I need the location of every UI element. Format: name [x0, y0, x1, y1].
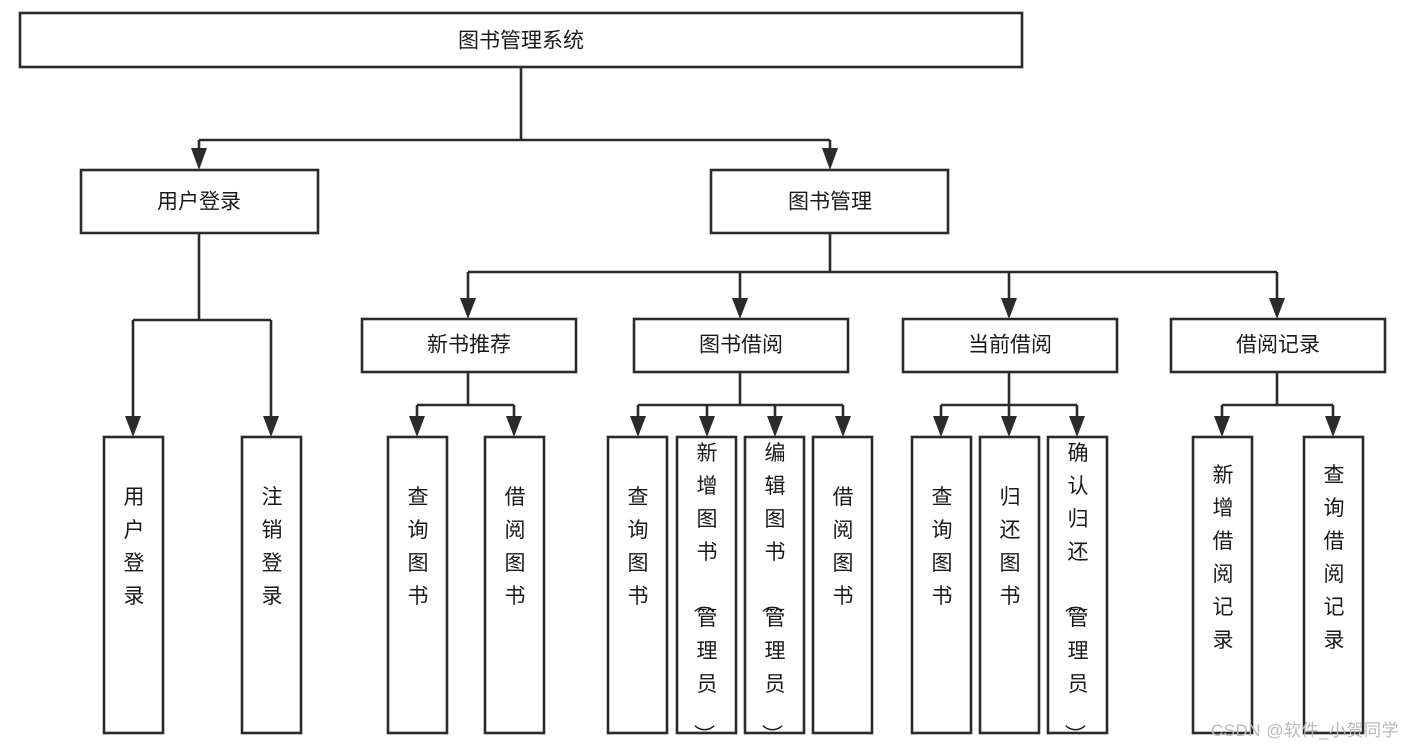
- node-book-borrow[interactable]: 图书借阅: [632, 317, 850, 374]
- arrow-to-book-borrow: [732, 298, 748, 319]
- edges-borrow-record-to-leaves: [1214, 372, 1341, 437]
- node-root[interactable]: 图书管理系统: [18, 11, 1024, 69]
- arrow-to-leaf-query-book-2: [630, 416, 646, 437]
- node-root-label: 图书管理系统: [458, 30, 584, 53]
- arrow-to-leaf-borrow-book-1: [506, 416, 522, 437]
- edges-user-login-to-leaves: [125, 233, 279, 437]
- node-leaf-add-record-label: 新增借阅记录: [1213, 464, 1234, 652]
- arrow-to-leaf-user-login: [125, 416, 141, 437]
- edges-root-to-level1: [191, 67, 838, 170]
- arrow-to-user-login: [191, 148, 207, 170]
- arrow-to-leaf-edit-book: [767, 416, 783, 437]
- node-new-book-rec-box[interactable]: [360, 317, 578, 374]
- node-leaf-borrow-book-1[interactable]: 借阅图书: [483, 435, 546, 735]
- edges-new-book-rec-to-leaves: [409, 372, 522, 437]
- node-leaf-query-book-3[interactable]: 查询图书: [910, 435, 973, 735]
- arrow-to-current-borrow: [1001, 298, 1017, 319]
- edges-book-borrow-to-leaves: [630, 372, 851, 437]
- node-leaf-user-login[interactable]: 用户登录: [102, 435, 165, 735]
- arrow-to-book-manage: [822, 148, 838, 170]
- node-leaf-query-book-3-box[interactable]: [910, 435, 973, 735]
- node-leaf-borrow-book-1-label: 借阅图书: [505, 486, 526, 608]
- node-leaf-logout[interactable]: 注销登录: [240, 435, 303, 735]
- node-leaf-query-book-1-box[interactable]: [386, 435, 449, 735]
- node-leaf-query-record[interactable]: 查询借阅记录: [1302, 435, 1365, 735]
- node-root-box[interactable]: [18, 11, 1024, 69]
- node-leaf-query-record-label: 查询借阅记录: [1324, 464, 1345, 652]
- node-leaf-logout-label: 注销登录: [262, 486, 283, 608]
- node-leaf-query-book-2-box[interactable]: [606, 435, 669, 735]
- node-leaf-logout-box[interactable]: [240, 435, 303, 735]
- node-borrow-record-box[interactable]: [1169, 317, 1387, 374]
- node-leaf-borrow-book-2-box[interactable]: [811, 435, 874, 735]
- node-leaf-edit-book-label: 编辑图书（管理员）: [760, 442, 786, 745]
- node-book-manage-label: 图书管理: [788, 191, 872, 214]
- node-leaf-query-book-3-label: 查询图书: [932, 486, 953, 608]
- node-book-borrow-box[interactable]: [632, 317, 850, 374]
- edges-current-borrow-to-leaves: [933, 372, 1085, 437]
- node-current-borrow[interactable]: 当前借阅: [901, 317, 1119, 374]
- node-leaf-add-record[interactable]: 新增借阅记录: [1191, 435, 1254, 735]
- node-borrow-record-label: 借阅记录: [1236, 334, 1320, 357]
- node-leaf-query-book-1[interactable]: 查询图书: [386, 435, 449, 735]
- arrow-to-leaf-logout: [263, 416, 279, 437]
- arrow-to-leaf-query-book-1: [409, 416, 425, 437]
- node-leaf-return-book-box[interactable]: [978, 435, 1041, 735]
- node-borrow-record[interactable]: 借阅记录: [1169, 317, 1387, 374]
- node-leaf-add-record-box[interactable]: [1191, 435, 1254, 735]
- node-book-manage[interactable]: 图书管理: [709, 168, 950, 235]
- arrow-to-new-book-rec: [460, 298, 476, 319]
- node-leaf-user-login-label: 用户登录: [124, 486, 145, 608]
- node-book-borrow-label: 图书借阅: [699, 334, 783, 357]
- node-leaf-borrow-book-2-label: 借阅图书: [833, 486, 854, 608]
- node-leaf-add-book-label: 新增图书（管理员）: [692, 442, 718, 745]
- node-leaf-query-record-box[interactable]: [1302, 435, 1365, 735]
- node-user-login-box[interactable]: [79, 168, 320, 235]
- node-leaf-query-book-2[interactable]: 查询图书: [606, 435, 669, 735]
- node-leaf-confirm-return[interactable]: 确认归还（管理员）: [1046, 435, 1109, 745]
- arrow-to-leaf-add-record: [1214, 416, 1230, 437]
- node-leaf-return-book-label: 归还图书: [1000, 486, 1021, 608]
- node-leaf-add-book[interactable]: 新增图书（管理员）: [675, 435, 738, 745]
- node-leaf-edit-book[interactable]: 编辑图书（管理员）: [743, 435, 806, 745]
- node-leaf-edit-book-box[interactable]: [743, 435, 806, 735]
- arrow-to-leaf-confirm-return: [1069, 416, 1085, 437]
- arrow-to-leaf-add-book: [699, 416, 715, 437]
- node-leaf-return-book[interactable]: 归还图书: [978, 435, 1041, 735]
- node-user-login-label: 用户登录: [157, 191, 241, 214]
- arrow-to-leaf-return-book: [1001, 416, 1017, 437]
- arrow-to-leaf-borrow-book-2: [835, 416, 851, 437]
- node-leaf-add-book-box[interactable]: [675, 435, 738, 735]
- node-leaf-confirm-return-label: 确认归还（管理员）: [1063, 442, 1089, 745]
- node-new-book-rec-label: 新书推荐: [427, 334, 511, 357]
- node-leaf-query-book-1-label: 查询图书: [408, 486, 429, 608]
- node-leaf-borrow-book-2[interactable]: 借阅图书: [811, 435, 874, 735]
- arrow-to-borrow-record: [1269, 298, 1285, 319]
- node-leaf-query-book-2-label: 查询图书: [628, 486, 649, 608]
- node-leaf-user-login-box[interactable]: [102, 435, 165, 735]
- node-user-login[interactable]: 用户登录: [79, 168, 320, 235]
- node-current-borrow-label: 当前借阅: [968, 334, 1052, 357]
- edges-book-manage-to-level2: [460, 233, 1285, 319]
- node-new-book-rec[interactable]: 新书推荐: [360, 317, 578, 374]
- node-book-manage-box[interactable]: [709, 168, 950, 235]
- arrow-to-leaf-query-record: [1325, 416, 1341, 437]
- node-leaf-confirm-return-box[interactable]: [1046, 435, 1109, 735]
- node-current-borrow-box[interactable]: [901, 317, 1119, 374]
- arrow-to-leaf-query-book-3: [933, 416, 949, 437]
- node-leaf-borrow-book-1-box[interactable]: [483, 435, 546, 735]
